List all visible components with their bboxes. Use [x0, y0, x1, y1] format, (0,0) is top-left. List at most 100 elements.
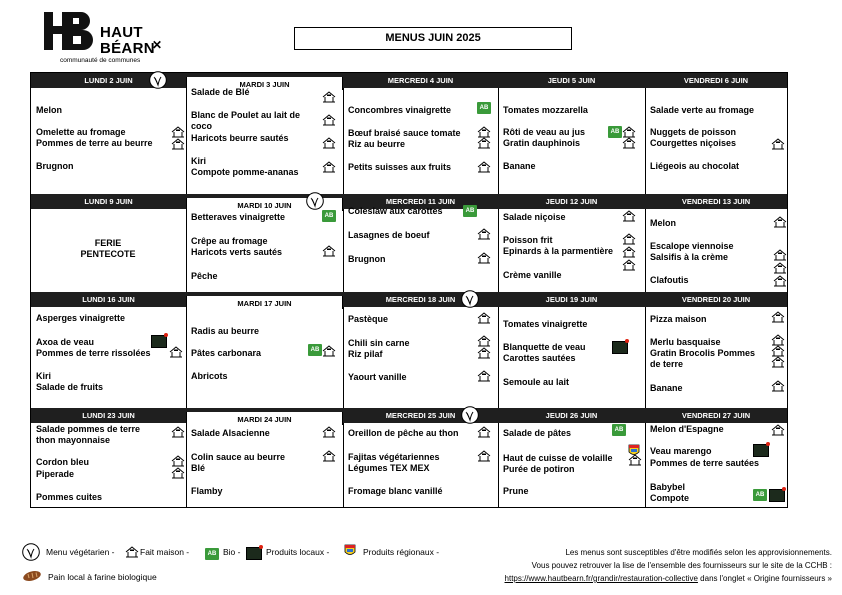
footnote: Les menus sont susceptibles d'être modif… — [440, 546, 832, 585]
menu-item: Banane — [503, 161, 536, 171]
homemade-icon — [773, 275, 787, 287]
homemade-icon — [322, 245, 336, 257]
homemade-icon — [171, 426, 185, 438]
menu-item: Salade niçoise — [503, 212, 566, 222]
menu-item: Veau marengo — [650, 446, 712, 456]
column-divider — [343, 88, 344, 194]
menu-item: coco — [191, 121, 213, 131]
column-divider — [186, 88, 187, 194]
column-divider — [343, 423, 344, 507]
menu-item: Pâtes carbonara — [191, 348, 262, 358]
column-divider — [645, 423, 646, 507]
homemade-icon — [477, 450, 491, 462]
menu-item: Crêpe au fromage — [191, 236, 268, 246]
homemade-icon — [171, 455, 185, 467]
vegetarian-icon — [306, 192, 324, 210]
organic-ab-icon: AB — [477, 102, 491, 114]
homemade-icon — [622, 259, 636, 271]
logo-text-bearn: BÉARN — [100, 40, 155, 57]
menu-item: Salade verte au fromage — [650, 105, 755, 115]
homemade-icon — [477, 252, 491, 264]
local-product-icon — [612, 339, 629, 354]
menu-item: Colin sauce au beurre — [191, 452, 286, 462]
regional-product-icon — [344, 544, 356, 558]
homemade-icon — [771, 334, 785, 346]
menu-item: Fromage blanc vanillé — [348, 486, 443, 496]
menu-item: Riz pilaf — [348, 349, 383, 359]
homemade-icon — [322, 345, 336, 357]
homemade-icon — [171, 126, 185, 138]
menu-item: Melon — [36, 105, 62, 115]
menu-item: Pastèque — [348, 314, 389, 324]
organic-ab-icon: AB — [753, 489, 767, 501]
logo-mark-icon — [44, 12, 93, 50]
day-header: JEUDI 5 JUIN — [547, 76, 596, 85]
day-header: MERCREDI 25 JUIN — [385, 411, 456, 420]
homemade-icon — [322, 450, 336, 462]
day-header: MARDI 24 JUIN — [186, 412, 343, 425]
homemade-icon — [169, 346, 183, 358]
menu-item: Légumes TEX MEX — [348, 463, 430, 473]
menu-item: de terre — [650, 359, 684, 369]
menu-item: Salsifis à la crème — [650, 252, 729, 262]
menu-item: Fajitas végétariennes — [348, 452, 440, 462]
menu-item: Pizza maison — [650, 314, 707, 324]
homemade-icon — [771, 380, 785, 392]
homemade-icon — [171, 467, 185, 479]
menu-item: Babybel — [650, 482, 686, 492]
menu-item: Blé — [191, 463, 206, 473]
homemade-icon — [322, 426, 336, 438]
homemade-icon — [771, 138, 785, 150]
day-header: LUNDI 9 JUIN — [84, 197, 133, 206]
homemade-icon — [322, 91, 336, 103]
homemade-icon — [322, 114, 336, 126]
column-divider — [186, 209, 187, 292]
homemade-icon — [477, 228, 491, 240]
menu-item: Courgettes niçoises — [650, 138, 737, 148]
day-header: JEUDI 19 JUIN — [545, 295, 598, 304]
homemade-icon — [477, 335, 491, 347]
legend-label: Pain local à farine biologique — [48, 572, 157, 582]
local-product-icon — [246, 545, 263, 560]
menu-item: Bœuf braisé sauce tomate — [348, 128, 461, 138]
menu-item: Prune — [503, 486, 529, 496]
homemade-icon — [773, 262, 787, 274]
vegetarian-icon — [149, 71, 167, 89]
day-header: MARDI 17 JUIN — [186, 296, 343, 309]
organic-ab-icon: AB — [322, 210, 336, 222]
footnote-line-2: Vous pouvez retrouver la lise de l'ensem… — [531, 561, 832, 570]
menu-item: Compote pomme-ananas — [191, 167, 299, 177]
menu-item: Betteraves vinaigrette — [191, 212, 286, 222]
local-product-icon — [151, 333, 168, 348]
homemade-icon — [771, 345, 785, 357]
logo-text-haut: HAUT — [100, 24, 143, 41]
day-header: VENDREDI 20 JUIN — [681, 295, 751, 304]
menu-item: Rôti de veau au jus — [503, 127, 586, 137]
day-header: MERCREDI 4 JUIN — [387, 76, 454, 85]
homemade-icon — [771, 356, 785, 368]
menu-item: Cordon bleu — [36, 457, 89, 467]
logo-cross-icon: ✕ — [152, 38, 163, 52]
menu-item: Chili sin carne — [348, 338, 410, 348]
vegetarian-icon — [461, 290, 479, 308]
legend-label: Menu végétarien - — [46, 547, 115, 557]
menu-item: Pommes de terre rissolées — [36, 348, 151, 358]
menu-item: Melon d'Espagne — [650, 424, 724, 434]
menu-item: Semoule au lait — [503, 377, 570, 387]
day-header: MERCREDI 11 JUIN — [385, 197, 456, 206]
menu-item: Merlu basquaise — [650, 337, 721, 347]
homemade-icon — [622, 233, 636, 245]
menu-item: Lasagnes de boeuf — [348, 230, 430, 240]
local-product-icon — [769, 487, 786, 502]
menu-item: Coleslaw aux carottes — [348, 206, 443, 216]
column-divider — [498, 423, 499, 507]
homemade-icon — [628, 454, 642, 466]
menu-item: Haricots beurre sautés — [191, 133, 289, 143]
column-divider — [498, 307, 499, 408]
suppliers-link[interactable]: https://www.hautbearn.fr/grandir/restaur… — [504, 574, 698, 583]
menu-item: Piperade — [36, 469, 75, 479]
homemade-icon — [622, 137, 636, 149]
day-header: VENDREDI 27 JUIN — [681, 411, 751, 420]
